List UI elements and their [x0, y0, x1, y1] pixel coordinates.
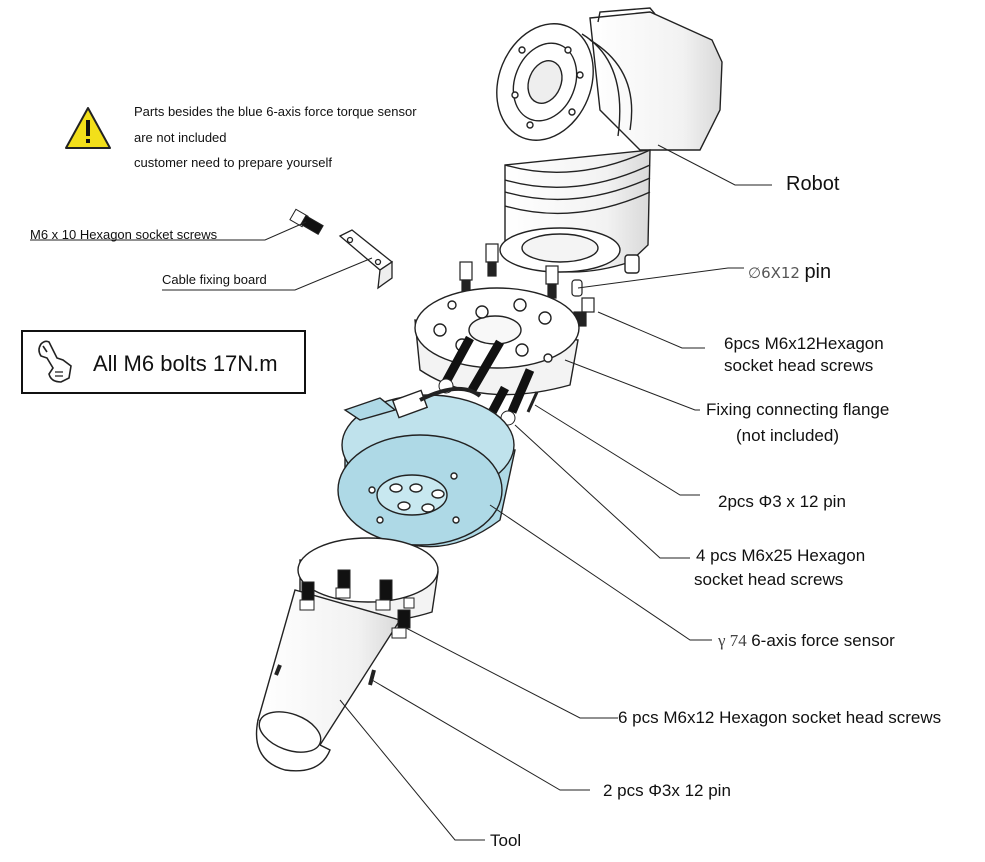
label-cable-board: Cable fixing board	[162, 272, 267, 287]
torque-note-text: All M6 bolts 17N.m	[93, 351, 278, 376]
label-pin-6x12: ∅6X12 pin	[748, 262, 831, 282]
pin-6x12-symbol: ∅6X12	[748, 264, 800, 282]
sensor-prefix: γ 74	[718, 631, 747, 650]
connecting-flange	[414, 287, 580, 396]
label-sensor-screws-2: socket head screws	[694, 570, 844, 589]
warning-triangle-icon	[65, 107, 111, 149]
label-pin-3x12-lower: 2 pcs Φ3x 12 pin	[603, 781, 731, 800]
label-flange-2: (not included)	[736, 426, 840, 445]
m6x10-screw	[289, 208, 324, 236]
label-robot: Robot	[786, 173, 840, 195]
label-sensor-screws-1: 4 pcs M6x25 Hexagon	[696, 546, 866, 565]
warning-line-1: Parts besides the blue 6-axis force torq…	[134, 104, 417, 119]
force-sensor	[337, 386, 516, 548]
robot-flange-screws	[459, 243, 595, 327]
label-pin-3x12-upper: 2pcs Φ3 x 12 pin	[718, 492, 846, 511]
label-cable-screws: M6 x 10 Hexagon socket screws	[30, 227, 218, 242]
label-flange-screws-2: socket head screws	[724, 356, 874, 375]
label-sensor: γ 74 6-axis force sensor	[718, 632, 895, 650]
tool-screws	[299, 569, 415, 639]
leader-lines	[30, 144, 772, 841]
label-flange-screws-1: 6pcs M6x12Hexagon	[724, 334, 884, 353]
warning-line-3: customer need to prepare yourself	[134, 155, 332, 170]
robot-part	[496, 7, 723, 274]
warning-line-2: are not included	[134, 130, 227, 145]
wrench-hand-icon	[38, 340, 72, 383]
cable-fixing-board	[338, 229, 394, 290]
sensor-name: 6-axis force sensor	[751, 631, 895, 650]
label-flange-1: Fixing connecting flange	[706, 400, 890, 419]
label-tool: Tool	[490, 831, 522, 850]
torque-note-box: All M6 bolts 17N.m	[21, 330, 306, 394]
tool-part	[255, 537, 439, 772]
pin-6x12-suffix: pin	[804, 261, 832, 283]
label-tool-screws: 6 pcs M6x12 Hexagon socket head screws	[618, 708, 942, 727]
